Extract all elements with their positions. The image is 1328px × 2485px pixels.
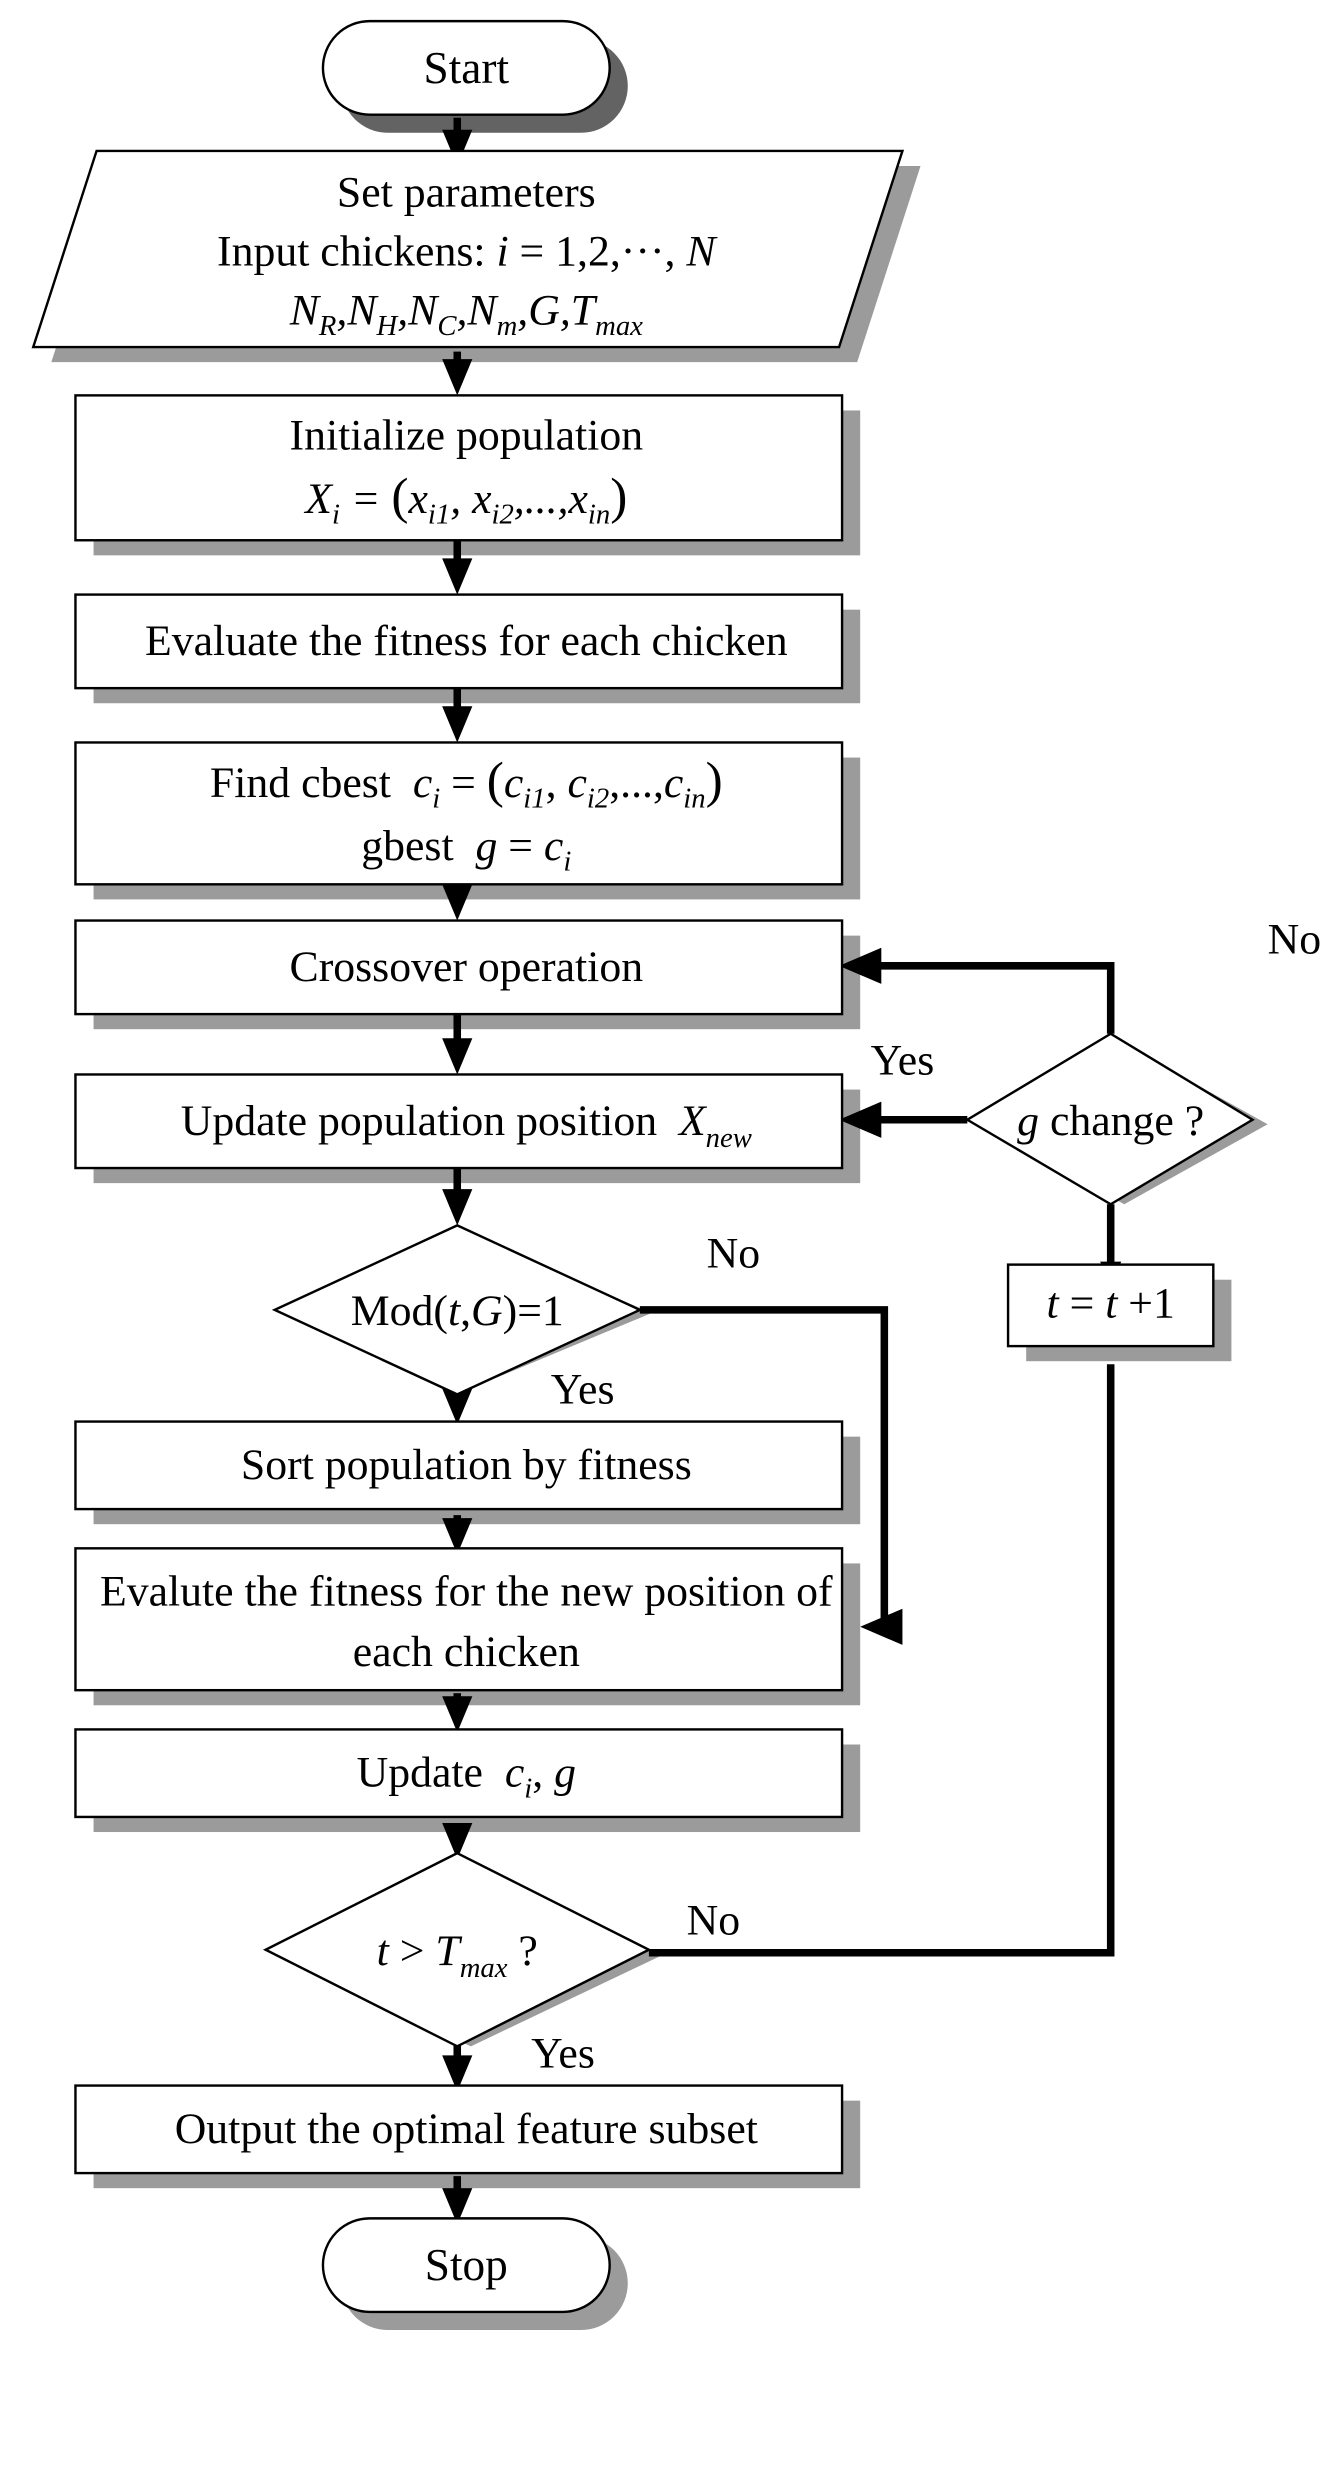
edge-label-mod-yes: Yes — [551, 1365, 615, 1413]
t-increment-shape — [1006, 1263, 1215, 1348]
find-cbest-line2: gbest g = ci — [361, 822, 571, 878]
update-cg-label: Update ci, g — [357, 1749, 576, 1805]
sort-label: Sort population by fitness — [241, 1441, 692, 1489]
node-g-change[interactable]: g change ? — [964, 1032, 1255, 1206]
evaluate-shape — [74, 593, 844, 690]
set-parameters-line2: Input chickens: i = 1,2,···, N — [217, 228, 718, 276]
start-label: Start — [424, 43, 510, 93]
set-parameters-line2-dots: ··· — [621, 228, 665, 276]
set-parameters-line2-N: N — [685, 228, 718, 276]
edge-g-change-yes-to-update-position — [839, 1101, 968, 1138]
edge-label-g-change-no: No — [1268, 916, 1321, 964]
update-position-shape — [74, 1073, 844, 1170]
edge-start-to-set-parameters — [442, 117, 473, 166]
node-evaluate-fitness[interactable]: Evaluate the fitness for each chicken — [74, 593, 844, 690]
set-parameters-line3: NR,NH,NC,Nm,G,Tmax — [289, 286, 643, 342]
set-parameters-line1: Set parameters — [337, 169, 596, 217]
find-cbest-shape — [74, 741, 844, 886]
edge-evaluate-to-find-cbest — [442, 688, 473, 743]
node-evalute-new[interactable]: Evalute the fitness for the new position… — [74, 1547, 844, 1692]
stop-shape — [321, 2217, 611, 2314]
find-cbest-line1: Find cbest ci = (ci1, ci2,...,cin) — [210, 752, 723, 815]
tmax-shape — [262, 1851, 652, 2048]
evaluate-label: Evaluate the fitness for each chicken — [145, 617, 788, 665]
sort-shape — [74, 1420, 844, 1511]
set-parameters-line2-prefix: Input chickens — [217, 228, 473, 276]
set-parameters-shape — [31, 149, 905, 349]
set-parameters-line2-colon: : — [473, 228, 485, 276]
edge-tmax-no-to-t-increment — [648, 1364, 1115, 1957]
g-change-label-math: g — [1017, 1097, 1039, 1145]
update-position-text: Update population position — [181, 1097, 657, 1145]
crossover-shape — [74, 919, 844, 1016]
g-change-shape — [964, 1032, 1255, 1206]
find-cbest-line2-text: gbest — [361, 822, 453, 870]
output-shape — [74, 2084, 844, 2175]
mod-shape — [271, 1224, 643, 1396]
edge-tmax-yes-to-output — [442, 2040, 473, 2092]
node-sort-population[interactable]: Sort population by fitness — [74, 1420, 844, 1511]
edge-update-cg-to-tmax — [442, 1822, 473, 1860]
update-cg-text: Update — [357, 1749, 483, 1797]
initialize-line1: Initialize population — [290, 412, 644, 460]
find-cbest-line1-text: Find cbest — [210, 759, 391, 807]
initialize-shape — [74, 394, 844, 542]
evalute-line2: each chicken — [353, 1628, 580, 1676]
set-parameters-line2-var: i — [496, 228, 508, 276]
node-t-increment[interactable]: t = t +1 — [1006, 1263, 1215, 1348]
node-output[interactable]: Output the optimal feature subset — [74, 2084, 844, 2175]
edge-mod-no-to-evalute — [639, 1306, 903, 1645]
evalute-line1: Evalute the fitness for the new position… — [100, 1568, 833, 1616]
crossover-label: Crossover operation — [290, 943, 644, 991]
set-parameters-line2-eq: = 1,2, — [520, 228, 621, 276]
node-update-position[interactable]: Update population position Xnew — [74, 1073, 844, 1170]
edge-evalute-to-update-cg — [442, 1693, 473, 1733]
edge-label-tmax-no: No — [687, 1897, 740, 1945]
evalute-shape — [74, 1547, 844, 1692]
node-set-parameters[interactable]: Set parameters Input chickens: i = 1,2,·… — [31, 149, 905, 349]
node-stop[interactable]: Stop — [321, 2217, 611, 2314]
node-start[interactable]: Start — [321, 19, 611, 116]
node-update-cg[interactable]: Update ci, g — [74, 1728, 844, 1819]
tmax-label: t > Tmax ? — [377, 1927, 538, 1984]
stop-label: Stop — [425, 2240, 508, 2290]
edge-label-tmax-yes: Yes — [531, 2029, 595, 2077]
g-change-label-text: change ? — [1050, 1097, 1204, 1145]
node-find-cbest[interactable]: Find cbest ci = (ci1, ci2,...,cin) gbest… — [74, 741, 844, 886]
node-crossover[interactable]: Crossover operation — [74, 919, 844, 1016]
mod-label: Mod(t,G)=1 — [351, 1287, 564, 1335]
edge-set-parameters-to-initialize — [442, 351, 473, 396]
node-mod-check[interactable]: Mod(t,G)=1 — [271, 1224, 643, 1396]
edge-label-mod-no: No — [707, 1230, 760, 1278]
update-cg-shape — [74, 1728, 844, 1819]
edge-find-cbest-to-crossover — [442, 884, 473, 921]
g-change-label: g change ? — [1017, 1097, 1204, 1145]
set-parameters-line2-comma: , — [665, 228, 676, 276]
node-t-gt-tmax[interactable]: t > Tmax ? — [262, 1851, 652, 2048]
start-shape — [321, 19, 611, 116]
edge-initialize-to-evaluate — [442, 540, 473, 595]
output-label: Output the optimal feature subset — [175, 2105, 758, 2153]
initialize-line2: Xi = (xi1, xi2,...,xin) — [303, 468, 627, 531]
edge-update-position-to-mod — [442, 1168, 473, 1226]
edge-g-change-no-to-crossover — [839, 947, 1115, 1034]
node-initialize[interactable]: Initialize population Xi = (xi1, xi2,...… — [74, 394, 844, 542]
update-position-label: Update population position Xnew — [181, 1097, 752, 1154]
edge-label-g-change-yes: Yes — [871, 1036, 935, 1084]
edge-crossover-to-update-position — [442, 1014, 473, 1075]
edge-sort-to-evalute — [442, 1515, 473, 1555]
edge-output-to-stop — [442, 2176, 473, 2225]
t-increment-label: t = t +1 — [1047, 1279, 1175, 1327]
